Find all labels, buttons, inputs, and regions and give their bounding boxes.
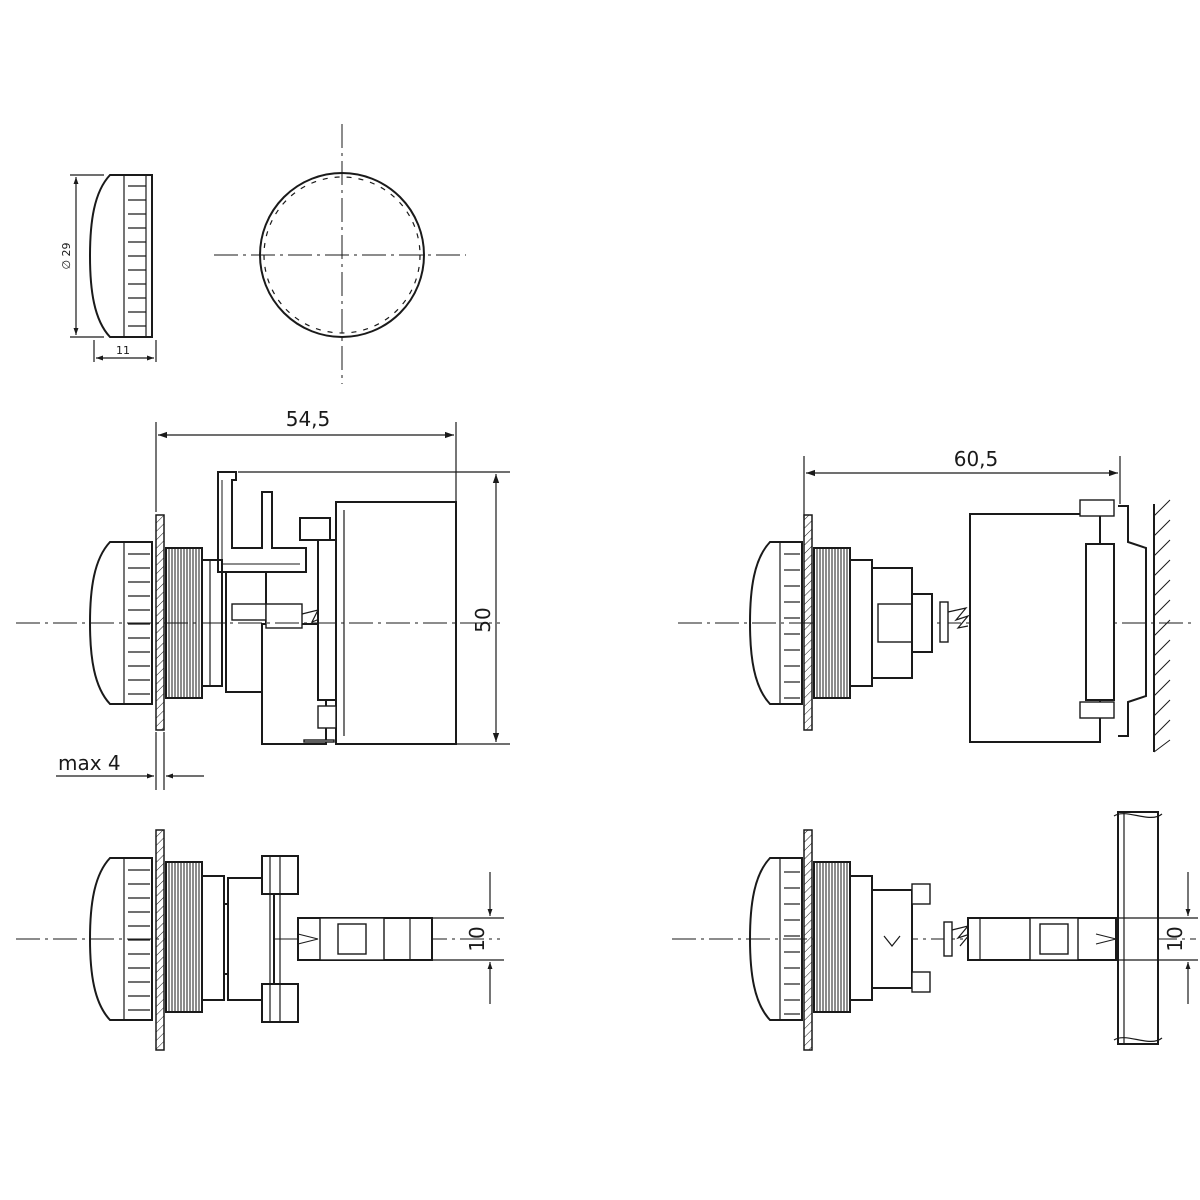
- dimension-overall-height: 50: [238, 471, 510, 745]
- bottom-left-width-label: 10: [465, 926, 489, 951]
- bottom-left-view: [88, 829, 433, 1051]
- dimension-rail-length: 60,5: [803, 447, 1121, 518]
- panel-mount-view: [88, 471, 457, 745]
- bottom-right-width-label: 10: [1163, 926, 1187, 951]
- bottom-right-view: [748, 811, 1163, 1051]
- overall-height-label: 50: [471, 607, 495, 632]
- cap-side-view: ∅ 29 11: [60, 174, 157, 362]
- diameter-label: ∅ 29: [60, 242, 73, 269]
- dimension-overall-length: 54,5: [155, 407, 457, 512]
- panel-thickness-label: max 4: [58, 751, 121, 775]
- cap-front-view: [214, 124, 466, 384]
- dimension-bottom-left-width: 10: [432, 872, 504, 1004]
- dimension-bottom-right-width: 10: [1116, 872, 1198, 1004]
- dimension-panel-thickness: max 4: [56, 732, 204, 790]
- overall-length-label: 54,5: [286, 407, 331, 431]
- din-rail-view: [748, 499, 1171, 753]
- depth-label: 11: [116, 344, 130, 357]
- rail-length-label: 60,5: [954, 447, 999, 471]
